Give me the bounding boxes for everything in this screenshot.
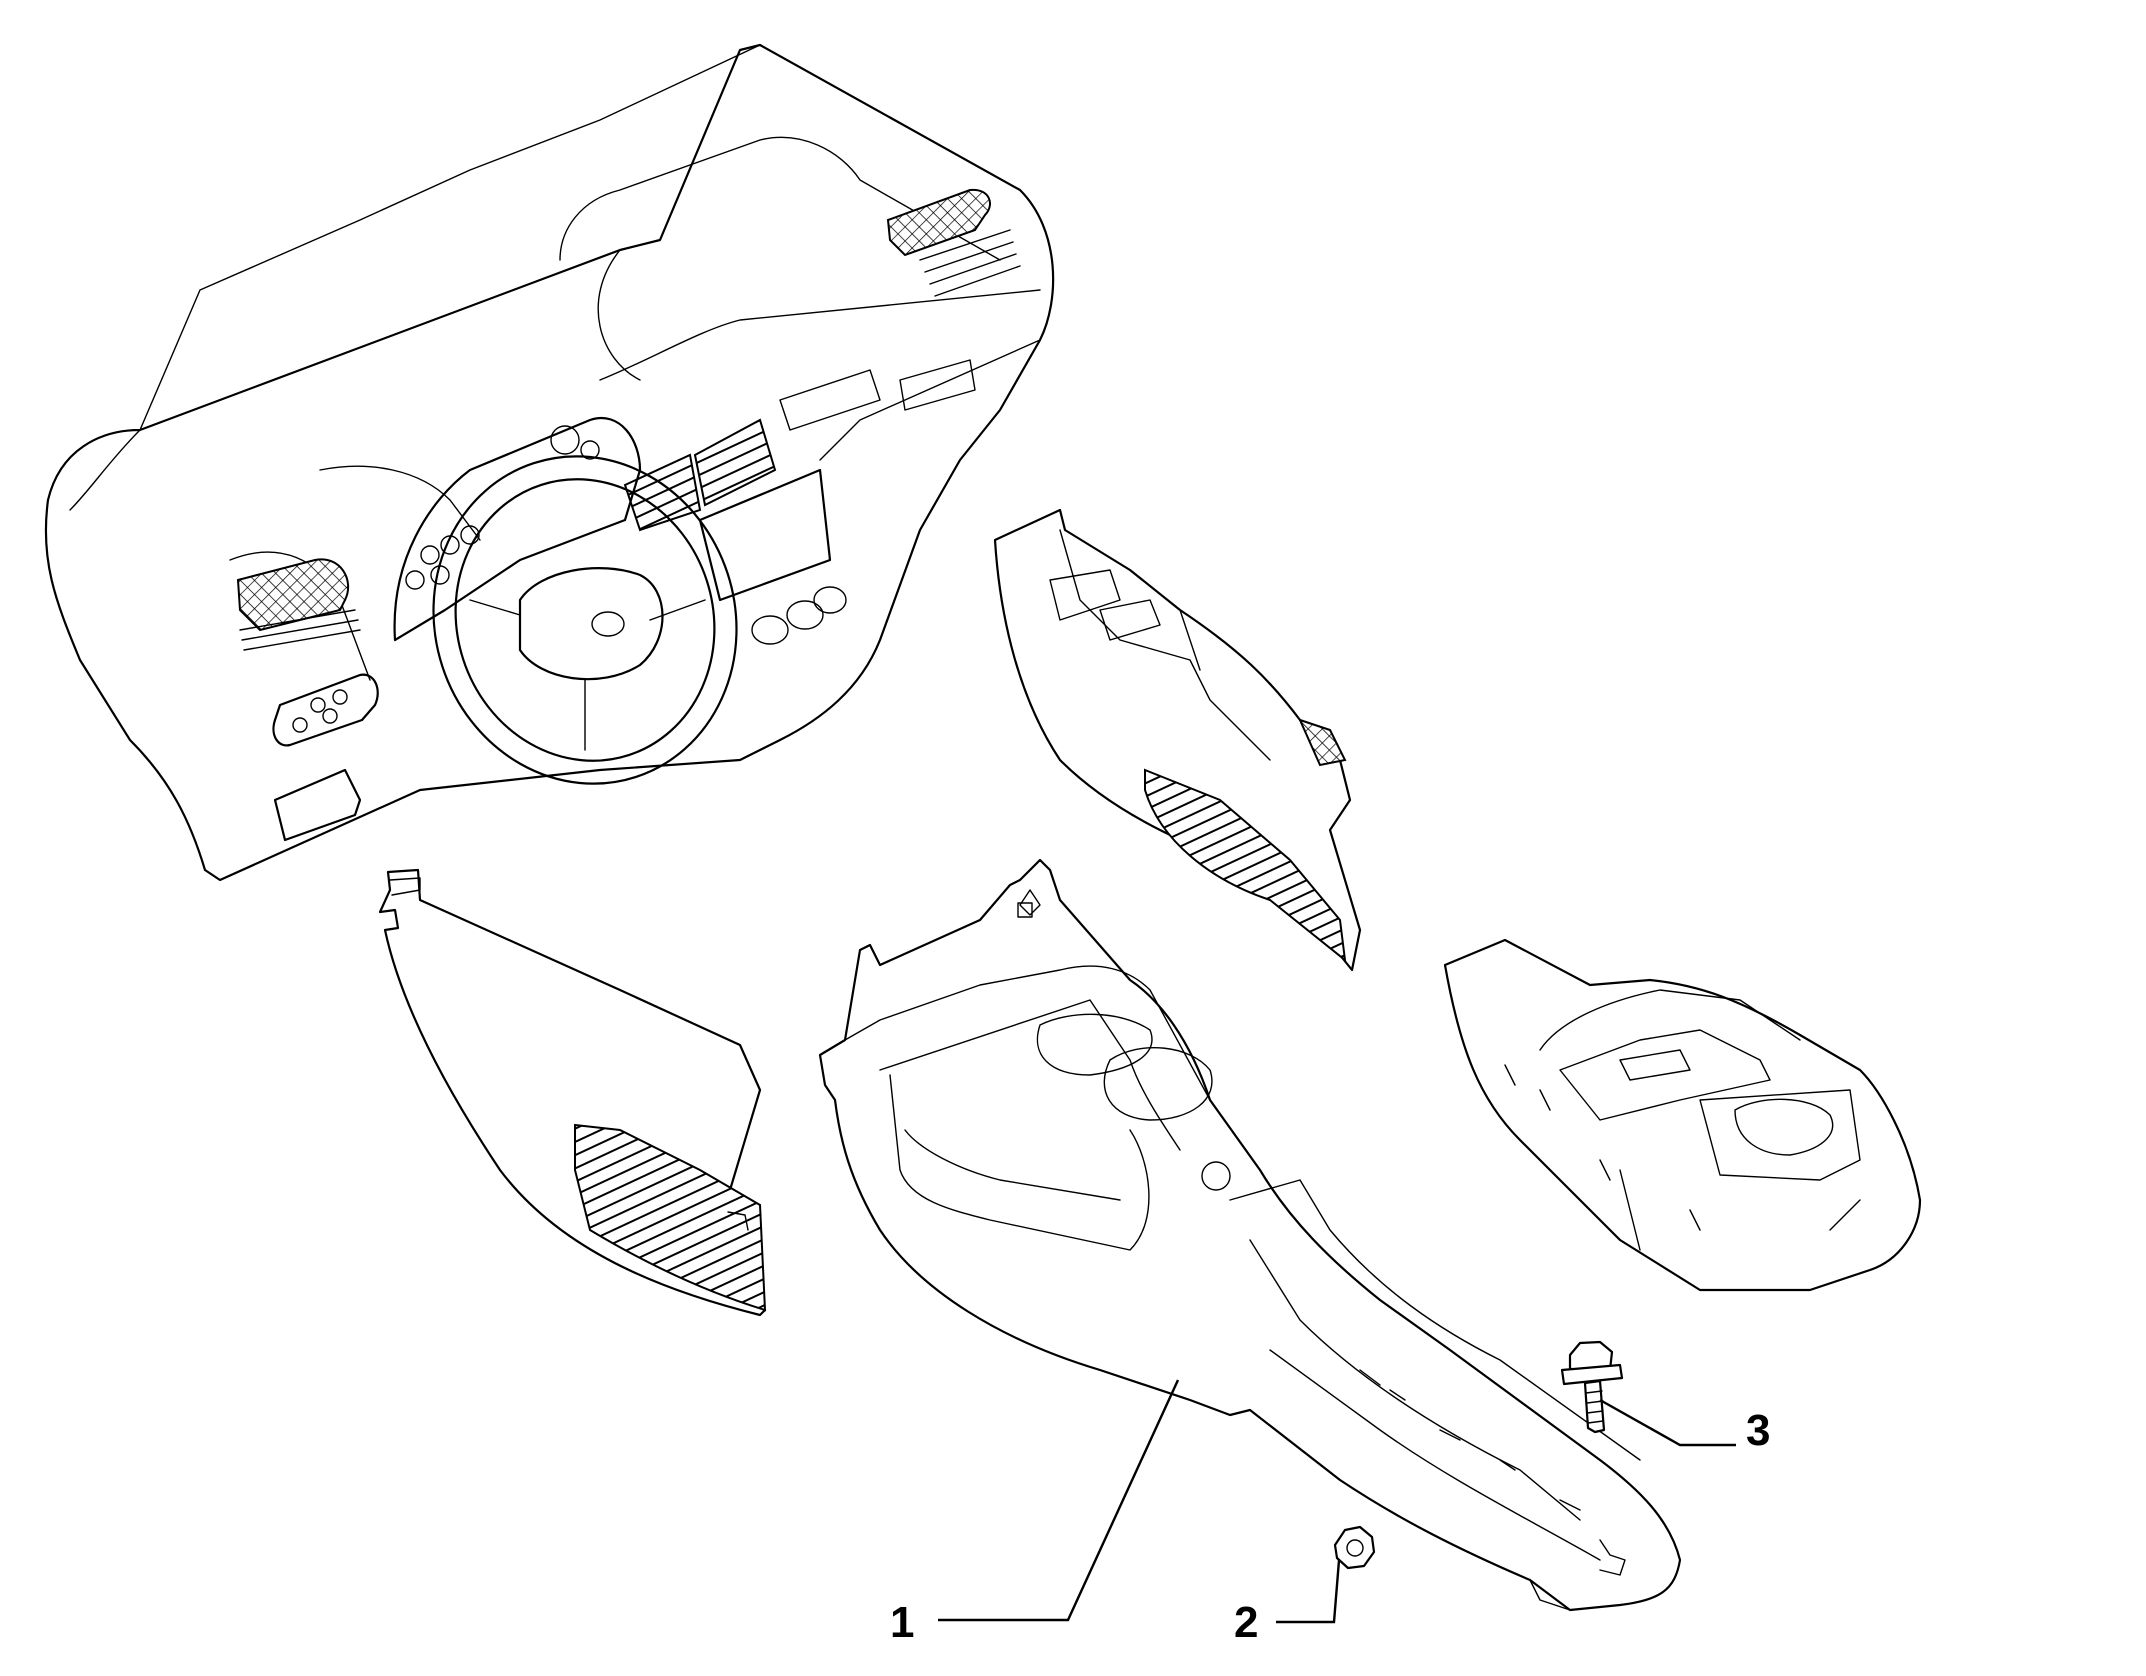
- center-vent-grille: [693, 418, 777, 507]
- side-panel-left: [378, 868, 767, 1317]
- side-panel-right: [993, 508, 1362, 972]
- nut-shape: [1333, 1525, 1376, 1570]
- armrest-storage-box: [1443, 938, 1922, 1292]
- lower-storage-slot: [273, 768, 362, 842]
- callout-1: 1: [890, 1598, 914, 1647]
- side-panel-right-grille: [1144, 768, 1347, 963]
- leader-line-3: [1599, 1398, 1736, 1447]
- screw: [1560, 1340, 1624, 1434]
- left-vent-grille: [236, 558, 350, 632]
- leader-line-1: [938, 1379, 1180, 1622]
- instrument-cluster: [393, 417, 642, 642]
- right-vent-grille: [886, 188, 991, 257]
- steering-wheel-logo-icon: [591, 611, 625, 637]
- steering-wheel: [432, 455, 738, 785]
- center-stack: [698, 468, 832, 602]
- switch-panel: [272, 673, 379, 747]
- callout-2: 2: [1234, 1598, 1258, 1647]
- side-panel-left-grille: [574, 1123, 767, 1312]
- center-console: [818, 858, 1682, 1612]
- callout-3: 3: [1746, 1406, 1770, 1455]
- dashboard-assembly: [44, 43, 1055, 882]
